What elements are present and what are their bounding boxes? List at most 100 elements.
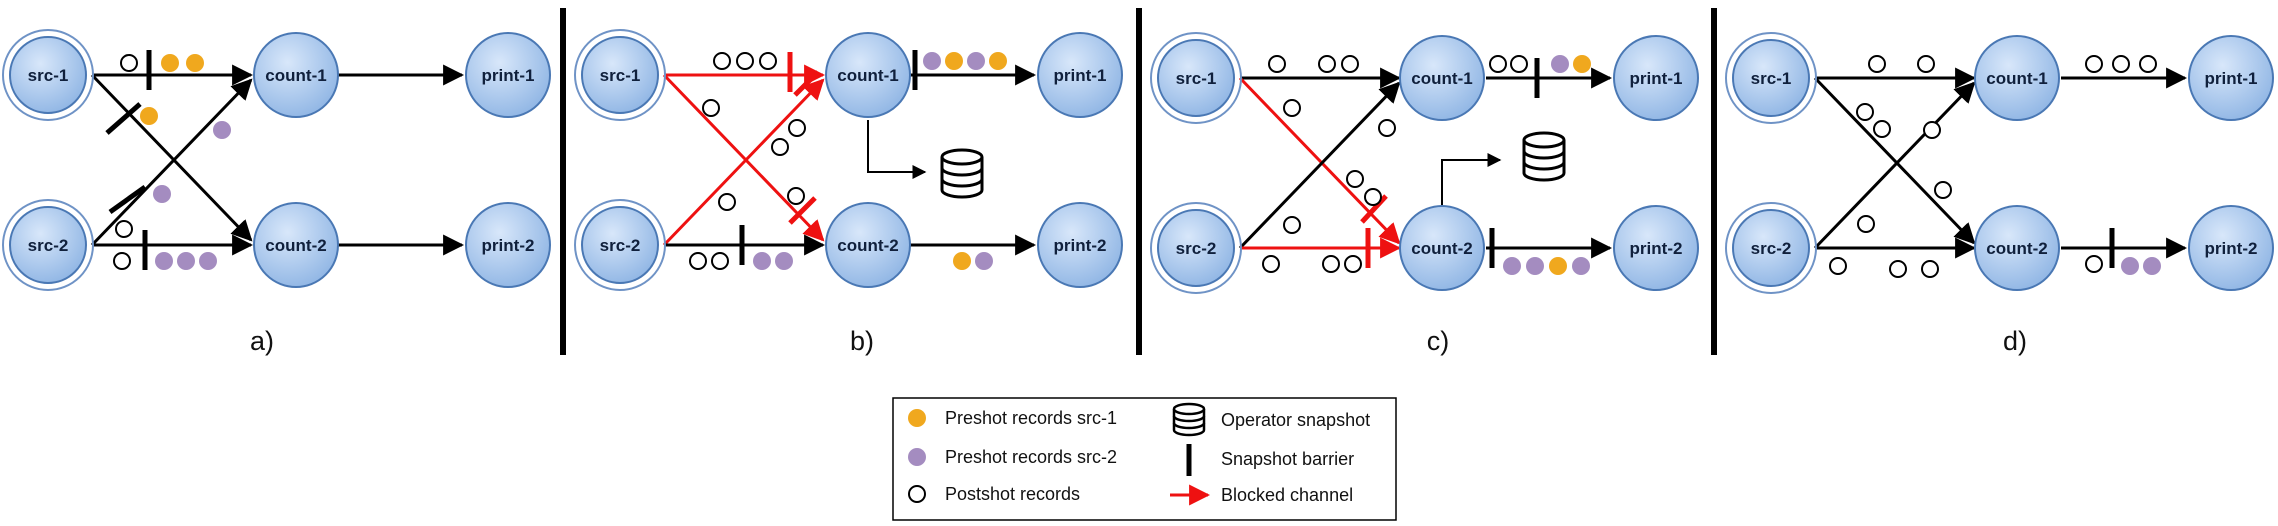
node-print1: print-1 <box>2188 35 2274 121</box>
legend-preshot-src2-label: Preshot records src-2 <box>945 447 1117 467</box>
node-label: count-2 <box>1986 239 2047 258</box>
node-label: count-2 <box>265 236 326 255</box>
preshot-record-src2 <box>153 185 171 203</box>
legend-snapshot-barrier-label: Snapshot barrier <box>1221 449 1354 469</box>
postshot-record <box>1489 55 1507 73</box>
legend-postshot-label: Postshot records <box>945 484 1080 504</box>
node-label: count-1 <box>1986 69 2047 88</box>
node-src2: src-2 <box>1725 202 1817 294</box>
preshot-record-src2 <box>2143 257 2161 275</box>
snapshot-barrier <box>788 196 817 225</box>
blocked-channel-src1-count2 <box>662 73 825 242</box>
legend-box <box>892 397 1397 521</box>
postshot-record <box>1510 55 1528 73</box>
node-label: print-2 <box>1630 239 1683 258</box>
legend-operator-snapshot-label: Operator snapshot <box>1221 410 1370 430</box>
node-count1: count-1 <box>253 32 339 118</box>
node-print2: print-2 <box>1613 205 1699 291</box>
preshot-record-src1 <box>1573 55 1591 73</box>
postshot-record <box>1873 120 1891 138</box>
node-label: print-1 <box>482 66 535 85</box>
postshot-record <box>718 193 736 211</box>
node-count2: count-2 <box>825 202 911 288</box>
node-count1: count-1 <box>1399 35 1485 121</box>
node-print2: print-2 <box>2188 205 2274 291</box>
node-label: src-1 <box>600 66 641 85</box>
panel-label: d) <box>2003 326 2027 356</box>
postshot-record <box>787 187 805 205</box>
node-print1: print-1 <box>465 32 551 118</box>
postshot-record <box>113 252 131 270</box>
preshot-record-src1 <box>1549 257 1567 275</box>
preshot-record-src1 <box>945 52 963 70</box>
postshot-record <box>1889 260 1907 278</box>
node-count2: count-2 <box>1399 205 1485 291</box>
node-label: src-2 <box>28 236 69 255</box>
node-label: count-2 <box>837 236 898 255</box>
preshot-record-src2 <box>1526 257 1544 275</box>
postshot-record <box>1829 257 1847 275</box>
preshot-record-src1 <box>186 54 204 72</box>
database-icon <box>1172 402 1206 437</box>
node-src2: src-2 <box>574 199 666 291</box>
postshot-record <box>1268 55 1286 73</box>
postshot-record <box>2085 55 2103 73</box>
postshot-record <box>1934 181 1952 199</box>
postshot-record <box>736 52 754 70</box>
legend-preshot-src1-swatch <box>908 409 926 427</box>
panel-label: b) <box>850 326 874 356</box>
node-label: print-1 <box>2205 69 2258 88</box>
panel-label: a) <box>250 326 274 356</box>
postshot-record <box>2139 55 2157 73</box>
postshot-record <box>1364 188 1382 206</box>
postshot-record <box>1921 260 1939 278</box>
preshot-record-src2 <box>975 252 993 270</box>
preshot-record-src1 <box>140 107 158 125</box>
legend-preshot-src1-label: Preshot records src-1 <box>945 408 1117 428</box>
blocked-channel-src1-count2 <box>1238 76 1401 245</box>
postshot-record <box>713 52 731 70</box>
node-label: src-2 <box>1751 239 1792 258</box>
panel-d: src-1 src-2 count-1 count-2 print-1 prin… <box>1725 32 2274 356</box>
snapshot-edge <box>867 120 927 179</box>
postshot-record <box>2112 55 2130 73</box>
node-label: count-2 <box>1411 239 1472 258</box>
node-label: print-2 <box>1054 236 1107 255</box>
edge-src1-count2 <box>1813 76 1976 245</box>
node-src2: src-2 <box>1150 202 1242 294</box>
postshot-record <box>771 138 789 156</box>
postshot-record <box>1346 170 1364 188</box>
postshot-record <box>1344 255 1362 273</box>
node-label: src-1 <box>1751 69 1792 88</box>
preshot-record-src2 <box>1551 55 1569 73</box>
postshot-record <box>1923 121 1941 139</box>
legend-postshot-swatch <box>908 485 926 503</box>
database-icon <box>940 148 984 199</box>
node-print2: print-2 <box>1037 202 1123 288</box>
snapshot-barrier <box>1360 194 1388 224</box>
postshot-record <box>1322 255 1340 273</box>
node-count1: count-1 <box>825 32 911 118</box>
node-count1: count-1 <box>1974 35 2060 121</box>
postshot-record <box>1341 55 1359 73</box>
node-label: print-2 <box>2205 239 2258 258</box>
preshot-record-src2 <box>199 252 217 270</box>
node-count2: count-2 <box>253 202 339 288</box>
legend: Preshot records src-1 Preshot records sr… <box>892 397 1397 521</box>
postshot-record <box>1262 255 1280 273</box>
blocked-channel-src2-count1 <box>662 78 825 247</box>
snapshot-barrier <box>105 102 142 135</box>
node-print2: print-2 <box>465 202 551 288</box>
snapshot-barrier <box>793 70 820 97</box>
preshot-record-src2 <box>967 52 985 70</box>
node-src1: src-1 <box>574 29 666 121</box>
node-src1: src-1 <box>1150 32 1242 124</box>
preshot-record-src1 <box>989 52 1007 70</box>
node-src1: src-1 <box>1725 32 1817 124</box>
postshot-record <box>1283 99 1301 117</box>
preshot-record-src2 <box>155 252 173 270</box>
preshot-record-src1 <box>953 252 971 270</box>
panel-a: src-1 src-2 count-1 count-2 print-1 prin… <box>2 29 551 356</box>
preshot-record-src2 <box>753 252 771 270</box>
